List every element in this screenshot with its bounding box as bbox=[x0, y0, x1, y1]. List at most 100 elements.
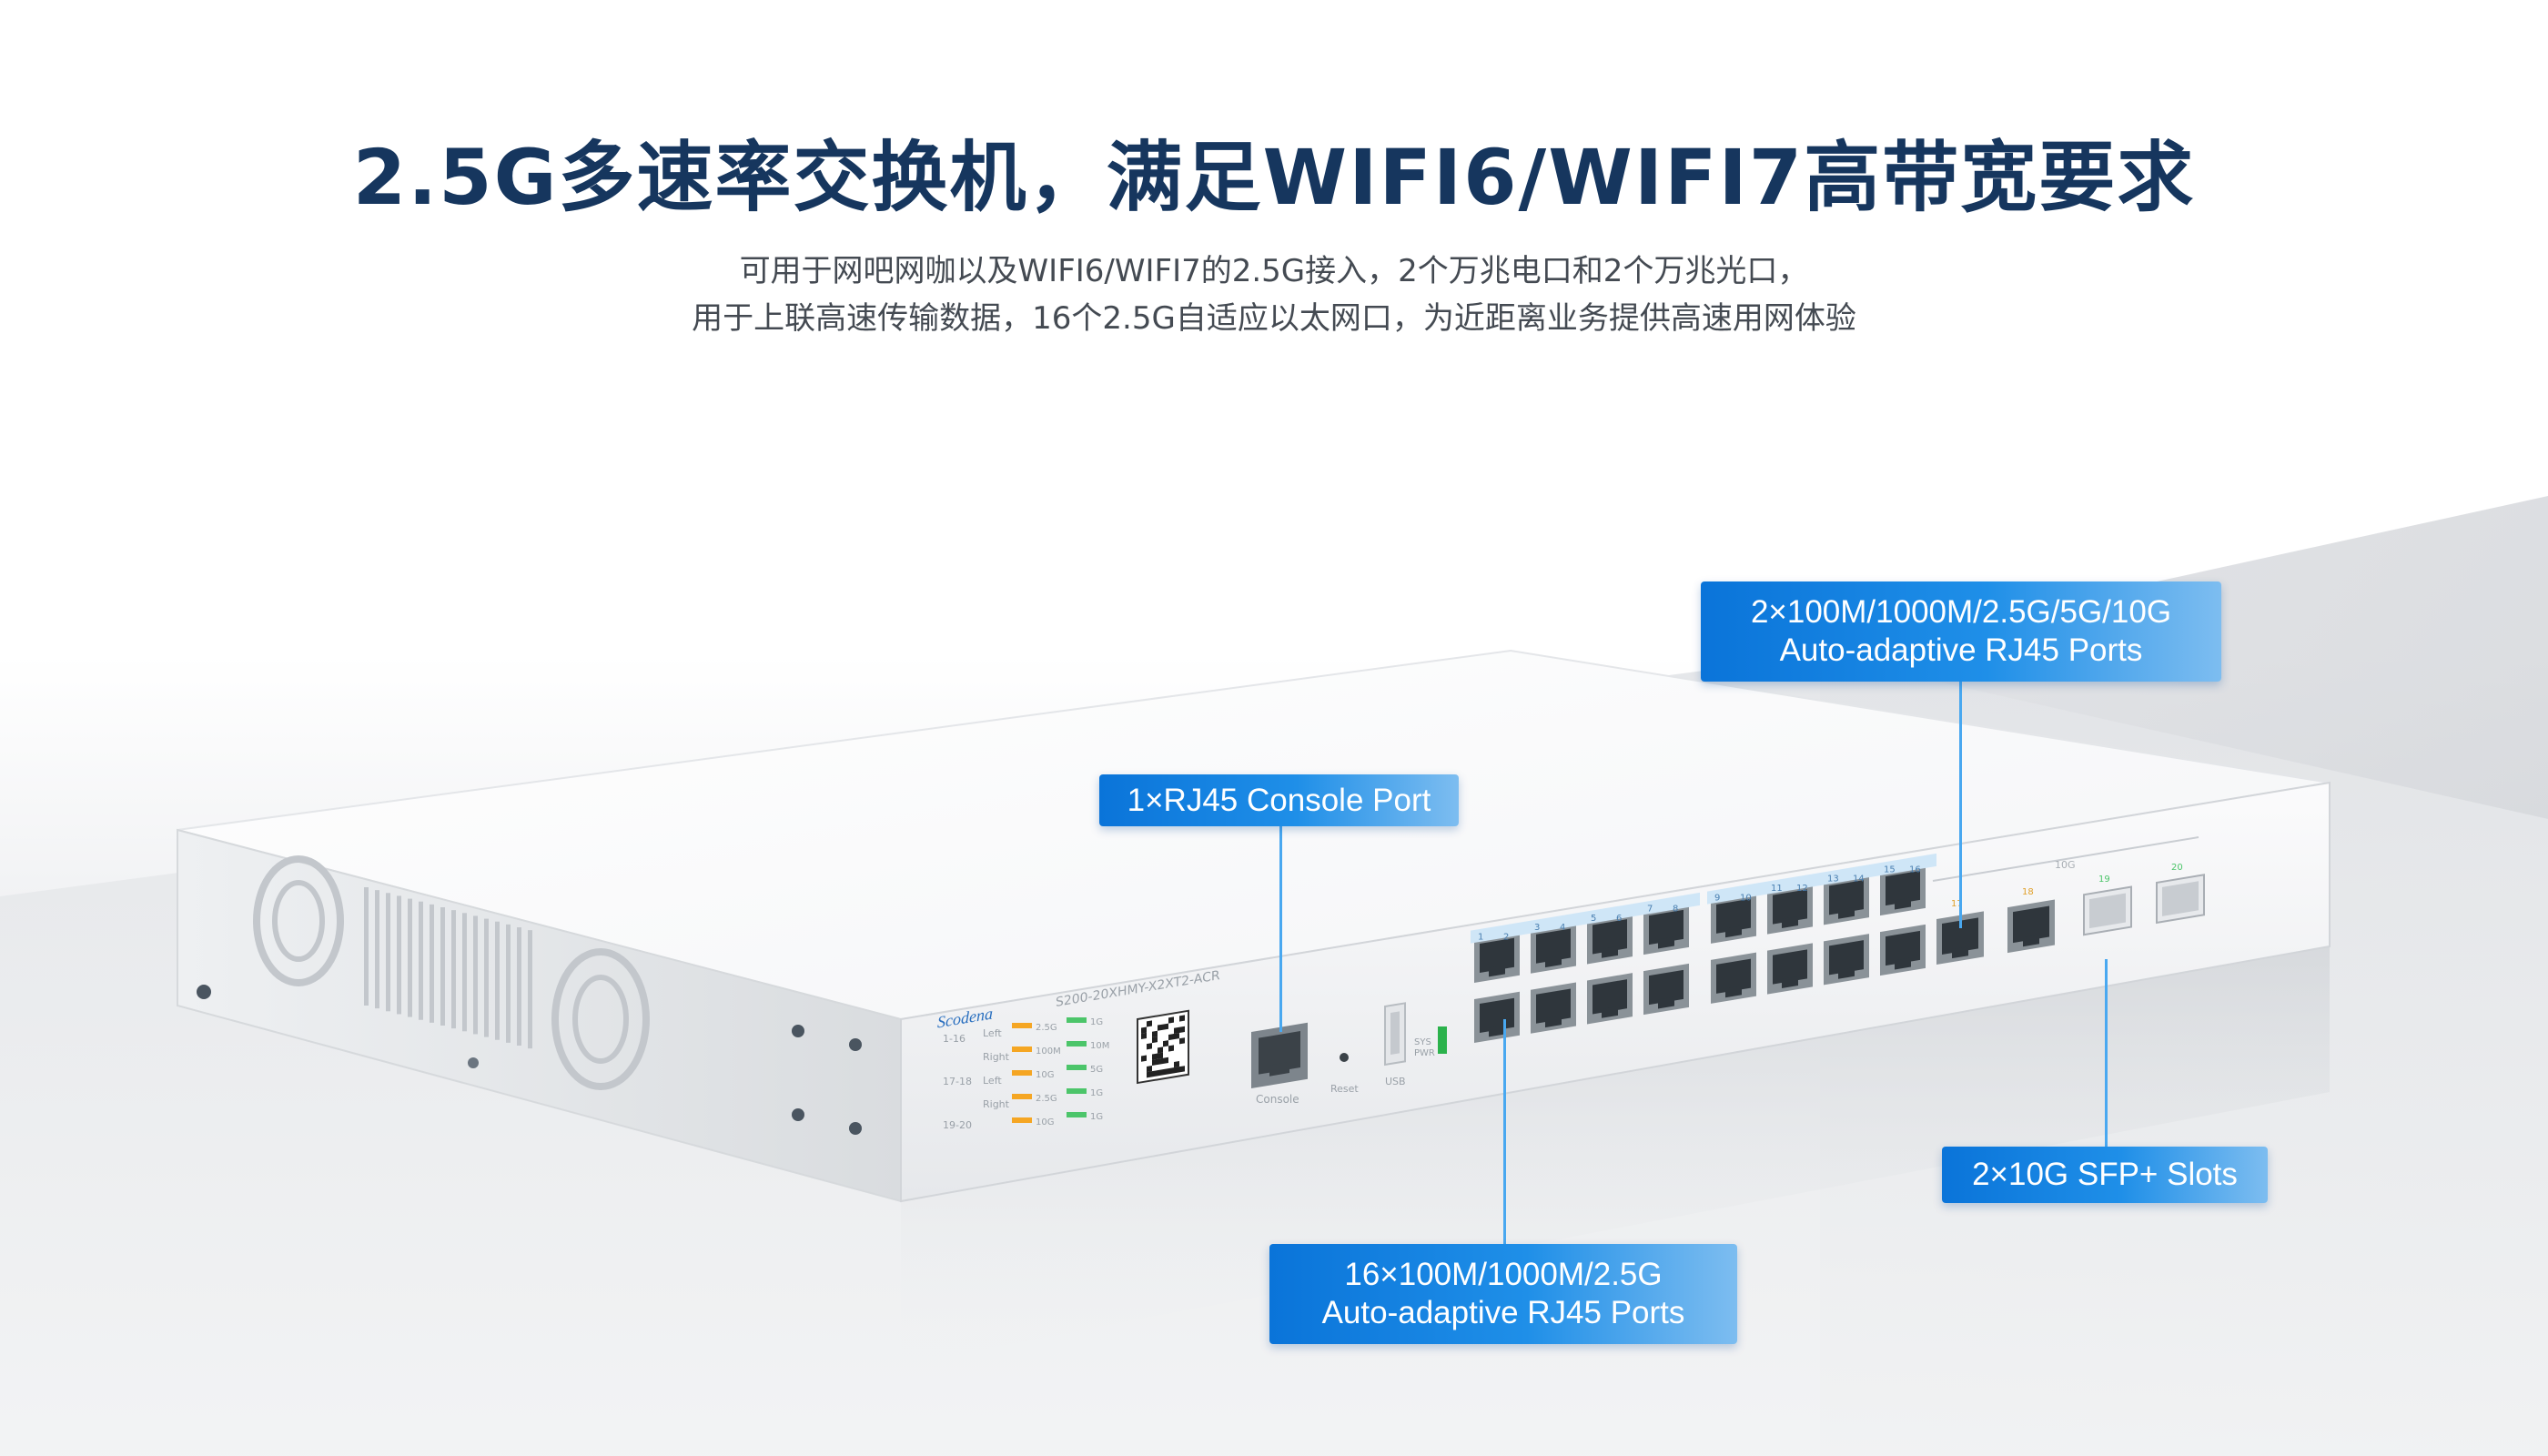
port-socket bbox=[1592, 919, 1627, 955]
led-legend-left-speed: 100M bbox=[1036, 1046, 1061, 1057]
led-indicator-orange bbox=[1012, 1046, 1032, 1052]
port-latch bbox=[2023, 935, 2039, 947]
port-number: 4 bbox=[1560, 923, 1565, 933]
port-latch bbox=[1725, 925, 1742, 938]
callout-access-rj45: 16×100M/1000M/2.5G Auto-adaptive RJ45 Po… bbox=[1269, 1244, 1737, 1344]
rj45-port[interactable] bbox=[1643, 963, 1689, 1016]
qr-cell bbox=[1158, 1057, 1163, 1065]
uplink-port-number: 17 bbox=[1951, 899, 1963, 909]
rj45-port[interactable] bbox=[1767, 883, 1813, 935]
port-number: 12 bbox=[1796, 884, 1808, 894]
rj45-port[interactable] bbox=[1824, 934, 1869, 986]
led-legend-row: 19-20 bbox=[943, 1119, 972, 1131]
port-number: 13 bbox=[1827, 875, 1839, 885]
qr-cell bbox=[1147, 1065, 1152, 1073]
port-latch bbox=[1602, 1006, 1618, 1018]
callout-sfp-text: 2×10G SFP+ Slots bbox=[1972, 1157, 2238, 1192]
port-socket bbox=[2013, 905, 2049, 944]
led-legend-left-speed: 2.5G bbox=[1036, 1094, 1057, 1104]
qr-cell bbox=[1152, 1070, 1158, 1077]
callout-access-text-2: Auto-adaptive RJ45 Ports bbox=[1321, 1295, 1685, 1330]
uplink-port-number: 18 bbox=[2022, 887, 2034, 897]
description-line-2: 用于上联高速传输数据，16个2.5G自适应以太网口，为近距离业务提供高速用网体验 bbox=[692, 300, 1856, 337]
rj45-port[interactable] bbox=[1711, 892, 1756, 944]
led-indicator-orange bbox=[1012, 1070, 1032, 1076]
leader-line-uplink bbox=[1959, 681, 1962, 928]
vent-slot bbox=[484, 918, 489, 1037]
port-number: 3 bbox=[1534, 923, 1540, 933]
reset-button[interactable] bbox=[1340, 1053, 1349, 1062]
qr-code bbox=[1137, 1009, 1189, 1085]
port-number: 2 bbox=[1503, 932, 1509, 942]
port-number: 9 bbox=[1714, 893, 1720, 903]
qr-cell bbox=[1163, 1068, 1168, 1076]
sfp-opening bbox=[2089, 893, 2126, 929]
port-latch bbox=[1658, 996, 1674, 1009]
rj45-port[interactable] bbox=[1880, 924, 1926, 976]
callout-access-text-1: 16×100M/1000M/2.5G bbox=[1344, 1257, 1663, 1292]
uplink-rj45-port[interactable] bbox=[2007, 899, 2055, 954]
callout-uplink-text-2: Auto-adaptive RJ45 Ports bbox=[1779, 632, 2143, 668]
port-latch bbox=[1895, 897, 1911, 910]
rj45-port[interactable] bbox=[1643, 903, 1689, 956]
led-indicator-orange bbox=[1012, 1023, 1032, 1028]
qr-cell bbox=[1174, 1032, 1179, 1040]
rj45-port[interactable] bbox=[1880, 864, 1926, 916]
led-legend-right-speed: 1G bbox=[1090, 1088, 1103, 1098]
port-socket bbox=[1716, 958, 1751, 994]
qr-cell bbox=[1174, 1026, 1179, 1034]
screw bbox=[792, 1108, 804, 1121]
vent-slot bbox=[495, 921, 500, 1040]
qr-cell bbox=[1168, 1016, 1174, 1024]
headline: 2.5G多速率交换机，满足WIFI6/WIFI7高带宽要求 bbox=[352, 133, 2196, 222]
screw bbox=[849, 1038, 862, 1051]
qr-cell bbox=[1179, 1066, 1185, 1073]
led-indicator-green bbox=[1067, 1017, 1087, 1023]
rj45-port[interactable] bbox=[1531, 922, 1576, 974]
rj45-port[interactable] bbox=[1767, 943, 1813, 995]
console-port[interactable] bbox=[1251, 1022, 1308, 1088]
qr-cell bbox=[1168, 1067, 1174, 1075]
uplink-port-number: 19 bbox=[2098, 875, 2110, 885]
port-latch bbox=[1602, 945, 1618, 958]
vent-slot bbox=[473, 915, 478, 1035]
port-number: 15 bbox=[1884, 864, 1896, 875]
switch-reflection bbox=[901, 946, 2330, 1365]
qr-cell bbox=[1152, 1058, 1158, 1066]
qr-cell bbox=[1163, 1040, 1168, 1047]
port-latch bbox=[1952, 946, 1968, 959]
rj45-port[interactable] bbox=[1587, 973, 1633, 1025]
rj45-port[interactable] bbox=[1587, 913, 1633, 965]
uplink-rj45-port[interactable] bbox=[1936, 911, 1984, 965]
vent-slot bbox=[506, 924, 511, 1043]
rj45-port[interactable] bbox=[1824, 874, 1869, 925]
sfp-slot[interactable] bbox=[2156, 874, 2205, 925]
port-latch bbox=[1838, 966, 1855, 979]
vent-slot bbox=[451, 910, 456, 1029]
rj45-port[interactable] bbox=[1474, 931, 1520, 983]
rj45-port[interactable] bbox=[1711, 952, 1756, 1004]
led-indicator-green bbox=[1067, 1112, 1087, 1117]
rj45-port[interactable] bbox=[1474, 991, 1520, 1043]
port-number: 14 bbox=[1853, 875, 1865, 885]
qr-cell bbox=[1179, 1015, 1185, 1022]
qr-cell bbox=[1147, 1043, 1152, 1050]
rj45-port[interactable] bbox=[1531, 982, 1576, 1034]
sfp-slot[interactable] bbox=[2083, 885, 2132, 936]
port-number: 10 bbox=[1740, 893, 1752, 903]
port-socket bbox=[1829, 940, 1864, 976]
qr-cell bbox=[1141, 1026, 1147, 1034]
led-indicator-orange bbox=[1012, 1117, 1032, 1123]
port-socket bbox=[1592, 979, 1627, 1015]
fan-grille-right-inner bbox=[572, 975, 629, 1064]
port-latch bbox=[1838, 906, 1855, 919]
callout-sfp-slots: 2×10G SFP+ Slots bbox=[1942, 1147, 2268, 1203]
qr-cell bbox=[1168, 1033, 1174, 1041]
led-legend-row: 17-18 bbox=[943, 1076, 972, 1087]
usb-port[interactable] bbox=[1384, 1002, 1406, 1067]
port-latch bbox=[1489, 965, 1505, 977]
led-legend-right-speed: 1G bbox=[1090, 1112, 1103, 1122]
led-legend-left-speed: 2.5G bbox=[1036, 1023, 1057, 1033]
port-latch bbox=[1658, 936, 1674, 949]
